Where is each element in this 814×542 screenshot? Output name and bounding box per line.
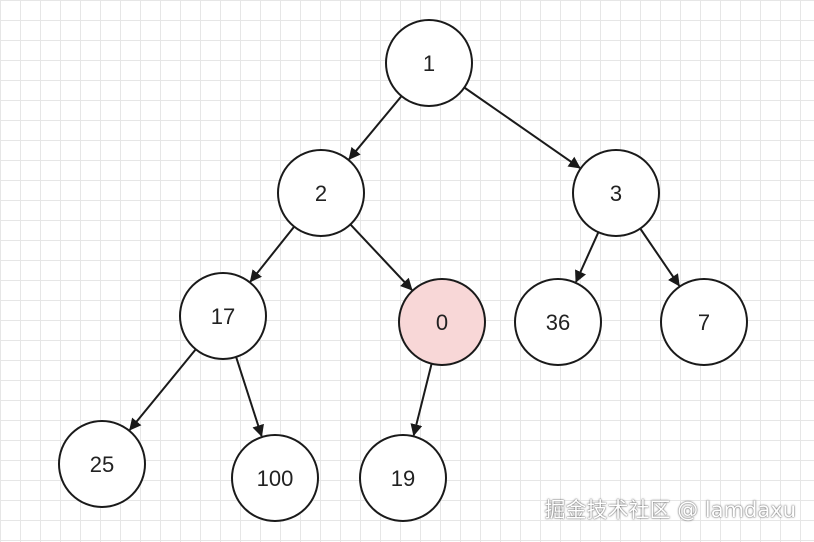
tree-node-25: 25 (58, 420, 146, 508)
tree-node-7: 7 (660, 278, 748, 366)
node-label: 3 (610, 181, 622, 206)
node-circle (58, 420, 146, 508)
tree-node-0: 0 (398, 278, 486, 366)
edge-n1-n2 (348, 95, 403, 160)
nodes-layer: 1 2 3 17 0 36 7 25 100 19 (58, 19, 748, 522)
node-circle (572, 149, 660, 237)
node-circle (398, 278, 486, 366)
node-label: 36 (546, 310, 570, 335)
node-circle (231, 434, 319, 522)
tree-node-1: 1 (385, 19, 473, 107)
edge-n17-n25 (129, 348, 197, 431)
edge-n3-n7 (639, 227, 681, 287)
edges-layer (129, 86, 681, 438)
node-label: 1 (423, 51, 435, 76)
edge-n0-n19 (410, 363, 433, 437)
node-label: 0 (436, 310, 448, 335)
node-circle (385, 19, 473, 107)
edge-n2-n0 (349, 223, 413, 291)
watermark: 掘金技术社区 @ lamdaxu (544, 498, 796, 522)
tree-node-3: 3 (572, 149, 660, 237)
node-circle (277, 149, 365, 237)
node-label: 100 (257, 466, 294, 491)
node-label: 7 (698, 310, 710, 335)
node-circle (179, 272, 267, 360)
tree-node-36: 36 (514, 278, 602, 366)
tree-node-2: 2 (277, 149, 365, 237)
edge-n17-n100 (235, 356, 264, 438)
edge-n3-n36 (575, 231, 600, 283)
edge-n2-n17 (249, 225, 295, 283)
edge-n1-n3 (463, 86, 581, 169)
tree-node-100: 100 (231, 434, 319, 522)
node-circle (514, 278, 602, 366)
node-label: 25 (90, 452, 114, 477)
node-label: 19 (391, 466, 415, 491)
node-label: 2 (315, 181, 327, 206)
node-circle (660, 278, 748, 366)
tree-node-19: 19 (359, 434, 447, 522)
node-label: 17 (211, 304, 235, 329)
tree-node-17: 17 (179, 272, 267, 360)
node-circle (359, 434, 447, 522)
